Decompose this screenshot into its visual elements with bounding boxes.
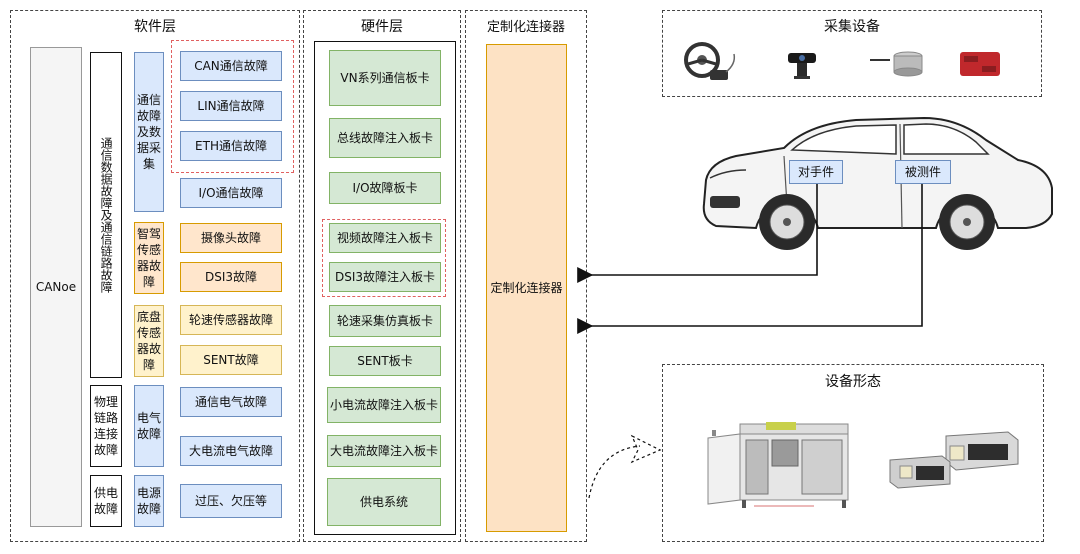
camera-icon xyxy=(788,53,816,79)
sw-item-high-current[interactable]: 大电流电气故障 xyxy=(180,436,282,466)
sub-power-label: 电源故障 xyxy=(137,485,162,516)
hw-item-video[interactable]: 视频故障注入板卡 xyxy=(329,223,441,253)
connector-title: 定制化连接器 xyxy=(486,20,565,35)
load-cell-icon xyxy=(870,51,923,77)
hw-item-vn[interactable]: VN系列通信板卡 xyxy=(329,50,441,106)
cabinet-render-icon xyxy=(707,422,849,508)
device-form-frame xyxy=(662,364,1044,542)
hw-item-dsi3[interactable]: DSI3故障注入板卡 xyxy=(329,262,441,292)
connector-box[interactable]: 定制化连接器 xyxy=(486,44,567,532)
sub-comm-acq: 通信故障及数据采集 xyxy=(134,52,164,212)
sub-chassis-sensor: 底盘传感器故障 xyxy=(134,305,164,377)
dut-label[interactable]: 被测件 xyxy=(895,160,951,184)
hw-item-bus-fault[interactable]: 总线故障注入板卡 xyxy=(329,118,441,158)
sw-item-sent[interactable]: SENT故障 xyxy=(180,345,282,375)
hw-item-io[interactable]: I/O故障板卡 xyxy=(329,172,441,204)
hw-item-small-current[interactable]: 小电流故障注入板卡 xyxy=(327,387,441,423)
steering-wheel-icon xyxy=(684,42,736,80)
sub-comm-acq-label: 通信故障及数据采集 xyxy=(137,92,162,172)
video-dsi3-highlight xyxy=(322,219,446,297)
hardware-layer-title: 硬件层 xyxy=(361,19,403,35)
instrument-boxes-icon xyxy=(889,431,1019,489)
software-layer-title: 软件层 xyxy=(134,19,176,35)
sub-adas-sensor: 智驾传感器故障 xyxy=(134,222,164,294)
daq-module-icon xyxy=(960,52,1000,76)
group-physical-link: 物理链路连接故障 xyxy=(90,385,122,467)
group-power-fault: 供电故障 xyxy=(90,475,122,527)
group-comm-data-link: 通信数据故障及通信链路故障 xyxy=(90,52,122,378)
sw-item-wheel[interactable]: 轮速传感器故障 xyxy=(180,305,282,335)
group-comm-data-link-label: 通信数据故障及通信链路故障 xyxy=(99,137,114,293)
software-layer-frame xyxy=(10,10,300,542)
sub-chassis-sensor-label: 底盘传感器故障 xyxy=(137,309,162,373)
comm-fault-highlight xyxy=(171,40,294,173)
hardware-layer-frame xyxy=(303,10,461,542)
hw-item-power-system[interactable]: 供电系统 xyxy=(327,478,441,526)
sw-item-dsi3[interactable]: DSI3故障 xyxy=(180,262,282,292)
sw-item-lin[interactable]: LIN通信故障 xyxy=(180,91,282,121)
sw-item-io[interactable]: I/O通信故障 xyxy=(180,178,282,208)
acquisition-frame xyxy=(662,10,1042,97)
group-power-fault-label: 供电故障 xyxy=(94,485,119,516)
hardware-inner-frame xyxy=(314,41,456,535)
hw-item-sent[interactable]: SENT板卡 xyxy=(329,346,441,376)
canoe-box[interactable]: CANoe xyxy=(30,47,82,527)
sw-item-eth[interactable]: ETH通信故障 xyxy=(180,131,282,161)
vehicle-illustration xyxy=(702,116,1053,250)
device-form-title: 设备形态 xyxy=(825,374,881,390)
sub-adas-sensor-label: 智驾传感器故障 xyxy=(137,226,162,290)
hw-item-high-current[interactable]: 大电流故障注入板卡 xyxy=(327,435,441,467)
hw-item-wheel[interactable]: 轮速采集仿真板卡 xyxy=(329,305,441,337)
sw-item-voltage[interactable]: 过压、欠压等 xyxy=(180,484,282,518)
group-physical-link-label: 物理链路连接故障 xyxy=(94,394,119,458)
acquisition-title: 采集设备 xyxy=(824,19,880,35)
counterpart-label[interactable]: 对手件 xyxy=(789,160,843,184)
sw-item-camera[interactable]: 摄像头故障 xyxy=(180,223,282,253)
sub-power: 电源故障 xyxy=(134,475,164,527)
sub-electrical: 电气故障 xyxy=(134,385,164,467)
sw-item-comm-elec[interactable]: 通信电气故障 xyxy=(180,387,282,417)
sub-electrical-label: 电气故障 xyxy=(137,410,162,441)
sw-item-can[interactable]: CAN通信故障 xyxy=(180,51,282,81)
